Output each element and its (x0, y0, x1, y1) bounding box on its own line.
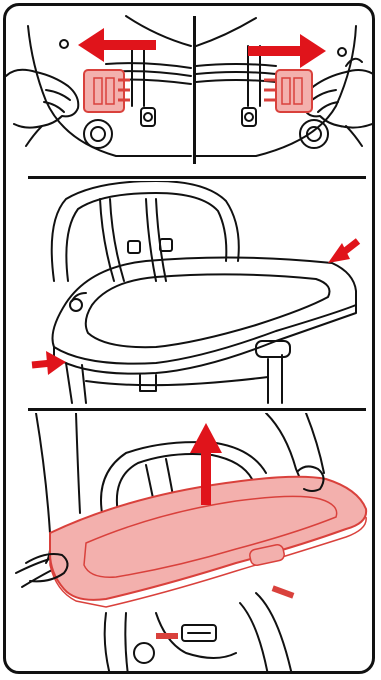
red-arrow-icon (32, 351, 66, 375)
harness-clip-icon (84, 70, 130, 112)
ring-icon (338, 48, 346, 56)
brand-label (156, 633, 178, 639)
hand-icon (36, 413, 51, 563)
instruction-frame (3, 3, 375, 674)
seat-icon (52, 181, 239, 281)
tray-icon (53, 257, 357, 363)
knob-icon (134, 643, 154, 663)
panel-tray-attached (6, 181, 375, 406)
brand-label (272, 585, 295, 598)
knob-icon (84, 120, 112, 148)
horizontal-divider (28, 408, 366, 411)
horizontal-divider (28, 176, 366, 179)
knob-icon (300, 120, 328, 148)
panel-release-clip-left (6, 6, 193, 166)
tray-release-handle (256, 341, 290, 357)
harness-clip-icon (264, 70, 312, 112)
panel-tray-removal (6, 413, 375, 674)
ring-icon (60, 40, 68, 48)
panel-release-clip-right (196, 6, 375, 166)
red-arrow-icon (328, 241, 358, 263)
